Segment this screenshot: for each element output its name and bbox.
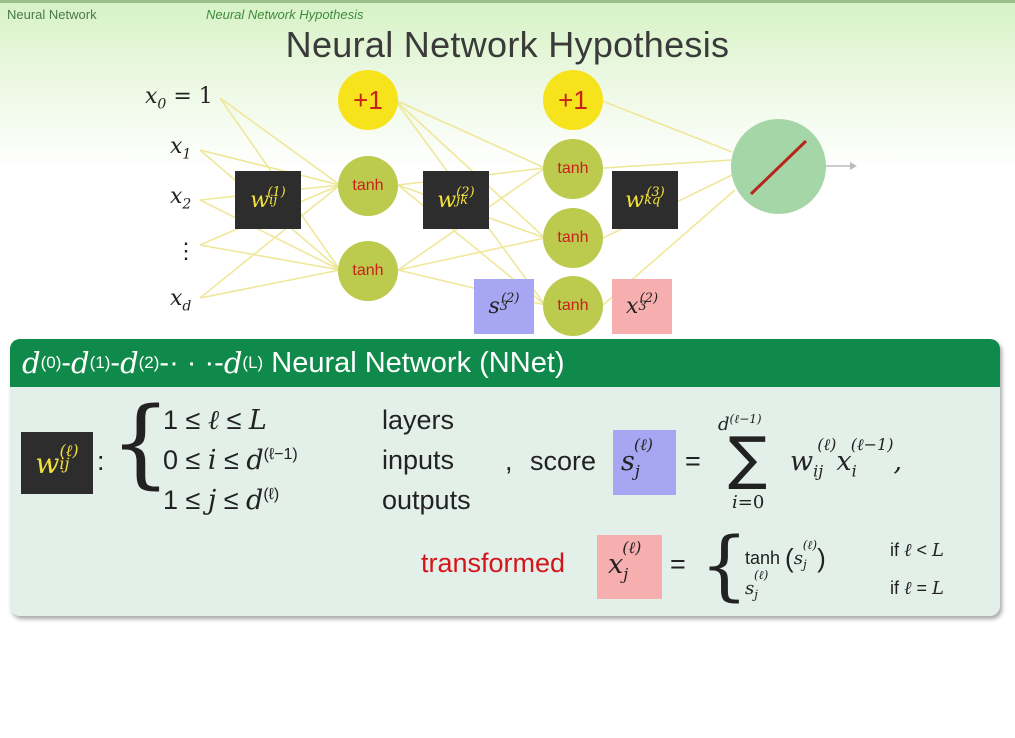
- input-ellipsis: ⋮: [175, 238, 197, 263]
- sum-lower-limit: i=0: [732, 492, 765, 513]
- tanh-neuron: tanh: [543, 139, 603, 199]
- input-x2: x2: [170, 184, 192, 213]
- input-xd: xd: [170, 286, 192, 315]
- nav-subsection-title[interactable]: Neural Network Hypothesis: [206, 7, 364, 22]
- transformed-highlight: [597, 535, 662, 599]
- tanh-neuron: tanh: [543, 208, 603, 268]
- equals-sign: =: [685, 446, 701, 476]
- score-symbol: sj(ℓ): [621, 435, 653, 481]
- transform-condition-output: if ℓ = L: [890, 578, 944, 599]
- case-inputs-label: inputs: [382, 445, 455, 475]
- case-inputs-condition: 0 ≤ i ≤ d(ℓ−1): [163, 445, 298, 476]
- transform-case-hidden: tanh (sj(ℓ)): [745, 538, 826, 573]
- tanh-neuron: tanh: [338, 156, 398, 216]
- linear-activation-icon: [749, 139, 808, 196]
- comma: ,: [505, 446, 513, 476]
- input-x1: x1: [170, 134, 192, 163]
- brace-transform: {: [700, 520, 749, 609]
- colon: :: [97, 446, 105, 476]
- score-highlight: [613, 430, 676, 495]
- tanh-neuron: tanh: [338, 241, 398, 301]
- summation-sign: ∑: [728, 424, 768, 492]
- sum-upper-limit: d(ℓ−1): [718, 412, 762, 435]
- tanh-neuron: tanh: [543, 276, 603, 336]
- panel-header: d(0)-d(1)-d(2)-· · ·-d(L) Neural Network…: [10, 339, 1000, 387]
- transform-condition-hidden: if ℓ < L: [890, 540, 944, 561]
- sum-term: wij(ℓ)xi(ℓ−1),: [790, 435, 903, 481]
- transform-case-output: sj(ℓ): [745, 568, 769, 602]
- brace-cases: {: [110, 387, 172, 499]
- bias-node-layer1: +1: [338, 70, 398, 130]
- case-outputs-condition: 1 ≤ j ≤ d(ℓ): [163, 485, 280, 516]
- bias-node-layer2: +1: [543, 70, 603, 130]
- case-layers-label: layers: [382, 405, 455, 435]
- case-outputs-label: outputs: [382, 485, 471, 515]
- definition-panel: d(0)-d(1)-d(2)-· · ·-d(L) Neural Network…: [10, 339, 1000, 616]
- transformed-label: transformed: [421, 548, 566, 578]
- score-label: score: [530, 446, 597, 476]
- transform-equals-sign: =: [670, 549, 686, 579]
- transformed-symbol: xj(ℓ): [608, 538, 642, 584]
- output-arrow-head: [850, 162, 857, 170]
- input-x0: x0 = 1: [145, 84, 213, 113]
- panel-header-text: Neural Network (NNet): [271, 346, 565, 379]
- slide-title: Neural Network Hypothesis: [285, 24, 730, 65]
- top-rule: [0, 0, 1015, 3]
- output-neuron: [731, 119, 826, 214]
- nav-section-title[interactable]: Neural Network: [7, 7, 97, 22]
- case-layers-condition: 1 ≤ ℓ ≤ L: [163, 405, 267, 436]
